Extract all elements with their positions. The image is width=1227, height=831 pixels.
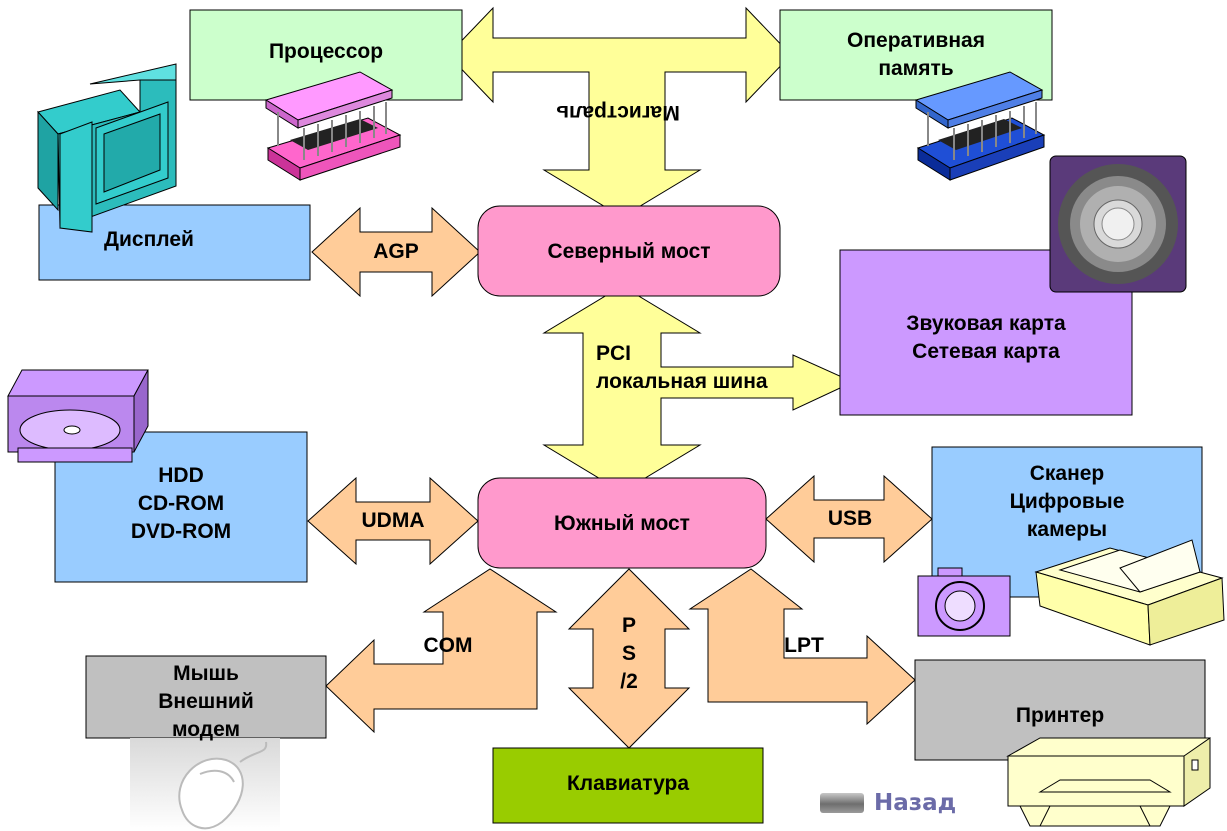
back-button-icon[interactable] [820,793,864,813]
scanner-icon [1034,539,1225,646]
mouse-modem-block [85,655,327,739]
speaker-icon [1049,155,1187,293]
back-button-label[interactable]: Назад [874,790,957,816]
north-bridge-label: Северный мост [547,240,711,263]
com-bus-arrow [325,568,558,734]
south-bridge-block [477,477,767,569]
lpt-label: LPT [784,634,824,657]
usb-label: USB [827,507,873,530]
pci-label: PCI локальная шина [596,342,768,393]
ps2-label: P S /2 [620,614,638,693]
drives-label: HDD CD-ROM DVD-ROM [130,464,232,543]
mouse-icon [130,738,280,831]
monitor-icon [37,63,177,233]
com-label: COM [423,634,473,657]
printer-icon [1006,737,1211,827]
agp-label: AGP [373,240,419,263]
ram-label: Оперативная память [847,29,985,80]
cpu-label: Процессор [268,40,384,63]
sound-network-label: Звуковая карта Сетевая карта [906,312,1066,363]
cd-drive-icon [7,369,149,463]
udma-label: UDMA [361,509,425,532]
north-bridge-block [477,205,781,297]
ram-chip-icon [914,71,1046,181]
south-bridge-label: Южный мост [554,512,690,535]
pci-bus-arrow [542,285,855,493]
printer-label: Принтер [1015,704,1105,727]
main-bus-label: Магистраль [556,101,680,124]
mouse-modem-label: Мышь Внешний модем [158,662,254,741]
display-label: Дисплей [104,228,194,251]
back-button[interactable]: Назад [820,790,956,816]
main-bus-arrow [447,6,792,218]
cpu-chip-icon [264,71,402,181]
keyboard-block [492,747,764,824]
scanner-camera-label: Сканер Цифровые камеры [1009,462,1125,541]
keyboard-label: Клавиатура [566,772,690,795]
camera-icon [917,567,1011,637]
lpt-bus-arrow [688,568,916,726]
